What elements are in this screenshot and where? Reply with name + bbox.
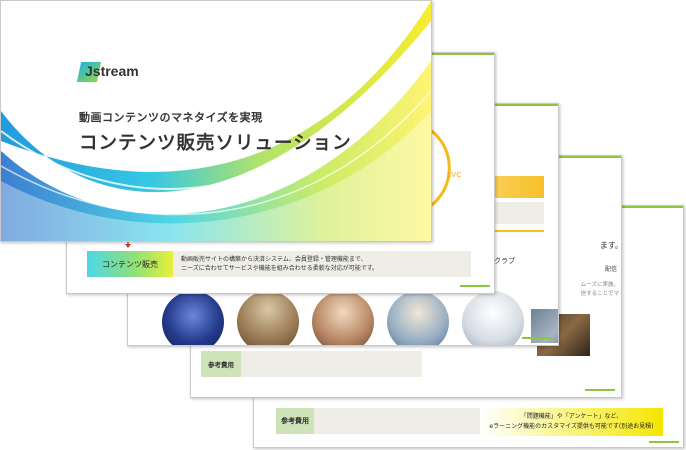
cover-subtitle: 動画コンテンツのマネタイズを実現 [79, 111, 263, 124]
description-line-2: ニーズに合わせてサービスや機能を組み合わせる柔軟な対応が可能です。 [181, 265, 379, 272]
footer-rule [460, 285, 490, 287]
meeting-photo [387, 291, 449, 345]
lecture-photo [462, 291, 524, 345]
description-line-1: 動画販売サイトの構築から決済システム、会員登録・管理機能まで、 [181, 256, 367, 263]
line-a: 配信 [604, 266, 617, 273]
cover-title: コンテンツ販売ソリューション [79, 133, 352, 154]
line-b: ムーズに実施。 [580, 282, 619, 288]
line-c: 信することでマ [580, 291, 619, 297]
slide-1-cover: Jstream 動画コンテンツのマネタイズを実現 コンテンツ販売ソリューション [0, 0, 432, 242]
footer-rule [522, 337, 552, 339]
heading-fragment: ます。 [599, 241, 622, 250]
club-text: クラブ [494, 257, 515, 265]
footer-rule [585, 389, 615, 391]
concert-photo [162, 291, 224, 345]
cost-label: 参考費用 [201, 351, 241, 377]
cost-label: 参考費用 [276, 408, 314, 434]
note-line-1: 「問題機能」や「アンケート」など、 [520, 413, 623, 420]
cost-panel [241, 351, 422, 377]
evc-label: EVC [447, 171, 462, 179]
runway-photo [237, 291, 299, 345]
footer-rule [649, 441, 679, 443]
wave-graphic [1, 1, 431, 241]
content-sales-badge: コンテンツ販売 [87, 251, 173, 277]
note-line-2: eラーニング機能のカスタマイズ提供も可能です(別途お見積) [489, 423, 654, 430]
custom-note: 「問題機能」や「アンケート」など、 eラーニング機能のカスタマイズ提供も可能です… [480, 408, 663, 436]
description-panel: 動画販売サイトの構築から決済システム、会員登録・管理機能まで、 ニーズに合わせて… [173, 251, 471, 277]
cost-panel [314, 408, 480, 434]
logo-text: Jstream [85, 63, 139, 79]
seminar-photo [312, 291, 374, 345]
